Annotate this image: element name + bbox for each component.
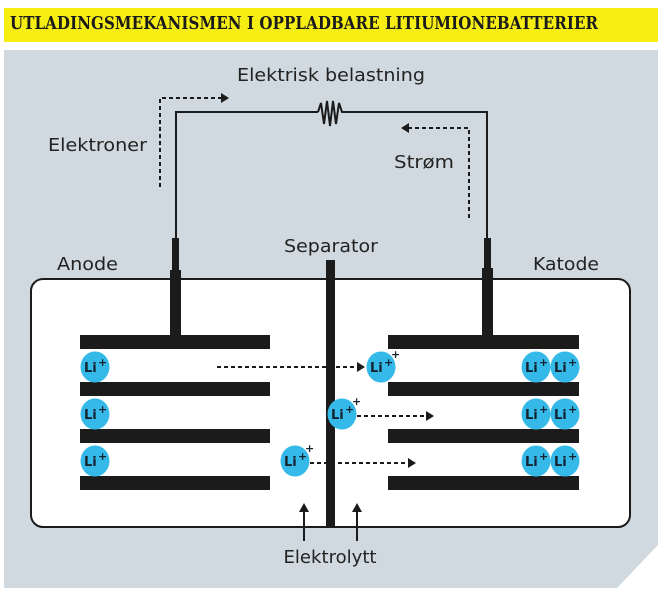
anode-ion: Li+ (80, 445, 110, 477)
ion-charge: + (539, 356, 548, 369)
ion-charge: + (384, 356, 393, 369)
load-label: Elektrisk belastning (237, 66, 425, 86)
ion-circle (550, 351, 580, 383)
ion-label: Li (84, 455, 97, 470)
anode-plate (80, 382, 270, 396)
anode-terminal (170, 238, 181, 336)
cathode-ion: Li+ (521, 351, 551, 383)
anode-plate (80, 335, 270, 349)
ion-plus-marker: + (352, 395, 361, 408)
ion-circle (521, 398, 551, 430)
cathode-plate (388, 382, 579, 396)
cathode-terminal (482, 238, 493, 336)
lithium-ions: Li+Li+Li+Li+Li+Li+Li+Li+Li+Li++Li++Li++ (80, 348, 580, 477)
ion-label: Li (331, 408, 344, 423)
ion-circle (521, 351, 551, 383)
ion-circle (80, 398, 110, 430)
anode-plate (80, 476, 270, 490)
ion-charge: + (568, 450, 577, 463)
anode-plate (80, 429, 270, 443)
cathode-ion: Li+ (550, 445, 580, 477)
ion-circle (550, 398, 580, 430)
anode-ion: Li+ (80, 351, 110, 383)
ion-label: Li (370, 361, 383, 376)
ion-circle (327, 398, 357, 430)
ion-circle (366, 351, 396, 383)
anode-plates (80, 335, 270, 490)
anode-label: Anode (57, 255, 118, 275)
cathode-plate (388, 429, 579, 443)
ion-charge: + (98, 356, 107, 369)
cathode-label: Katode (533, 255, 599, 275)
ion-charge: + (345, 403, 354, 416)
diagram-title: UTLADINGSMEKANISMEN I OPPLADBARE LITIUMI… (10, 14, 599, 34)
ion-label: Li (525, 361, 538, 376)
ion-circle (280, 445, 310, 477)
ion-circle (550, 445, 580, 477)
ion-charge: + (568, 403, 577, 416)
migrating-ion: Li++ (327, 395, 361, 430)
ion-circle (521, 445, 551, 477)
title-band: UTLADINGSMEKANISMEN I OPPLADBARE LITIUMI… (4, 8, 658, 42)
ion-circle (80, 445, 110, 477)
ion-label: Li (554, 455, 567, 470)
ion-label: Li (84, 361, 97, 376)
electrolyte-arrows (299, 503, 362, 541)
ion-charge: + (539, 403, 548, 416)
ion-plus-marker: + (305, 442, 314, 455)
separator-label: Separator (284, 237, 379, 257)
ion-charge: + (539, 450, 548, 463)
cathode-plate (388, 476, 579, 490)
ion-label: Li (554, 361, 567, 376)
cathode-plate (388, 335, 579, 349)
circuit-wire (175, 111, 488, 240)
ion-label: Li (525, 455, 538, 470)
ion-label: Li (525, 408, 538, 423)
migrating-ion: Li++ (280, 442, 314, 477)
ion-charge: + (98, 450, 107, 463)
electrons-label: Elektroner (48, 136, 148, 156)
current-label: Strøm (394, 153, 454, 173)
cathode-ion: Li+ (521, 398, 551, 430)
ion-charge: + (98, 403, 107, 416)
separator-bar (326, 260, 335, 527)
ion-label: Li (554, 408, 567, 423)
cathode-ion: Li+ (550, 351, 580, 383)
electron-flow-arrow (159, 93, 229, 187)
cathode-plates (388, 335, 579, 490)
cathode-ion: Li+ (550, 398, 580, 430)
anode-ion: Li+ (80, 398, 110, 430)
ion-circle (80, 351, 110, 383)
electrolyte-label: Elektrolytt (284, 548, 377, 568)
resistor-icon (317, 100, 343, 127)
ion-migration-arrows (217, 362, 434, 468)
ion-charge: + (568, 356, 577, 369)
migrating-ion: Li++ (366, 348, 400, 383)
ion-label: Li (84, 408, 97, 423)
ion-charge: + (298, 450, 307, 463)
ion-label: Li (284, 455, 297, 470)
cathode-ion: Li+ (521, 445, 551, 477)
current-flow-arrow (401, 123, 470, 218)
ion-plus-marker: + (391, 348, 400, 361)
